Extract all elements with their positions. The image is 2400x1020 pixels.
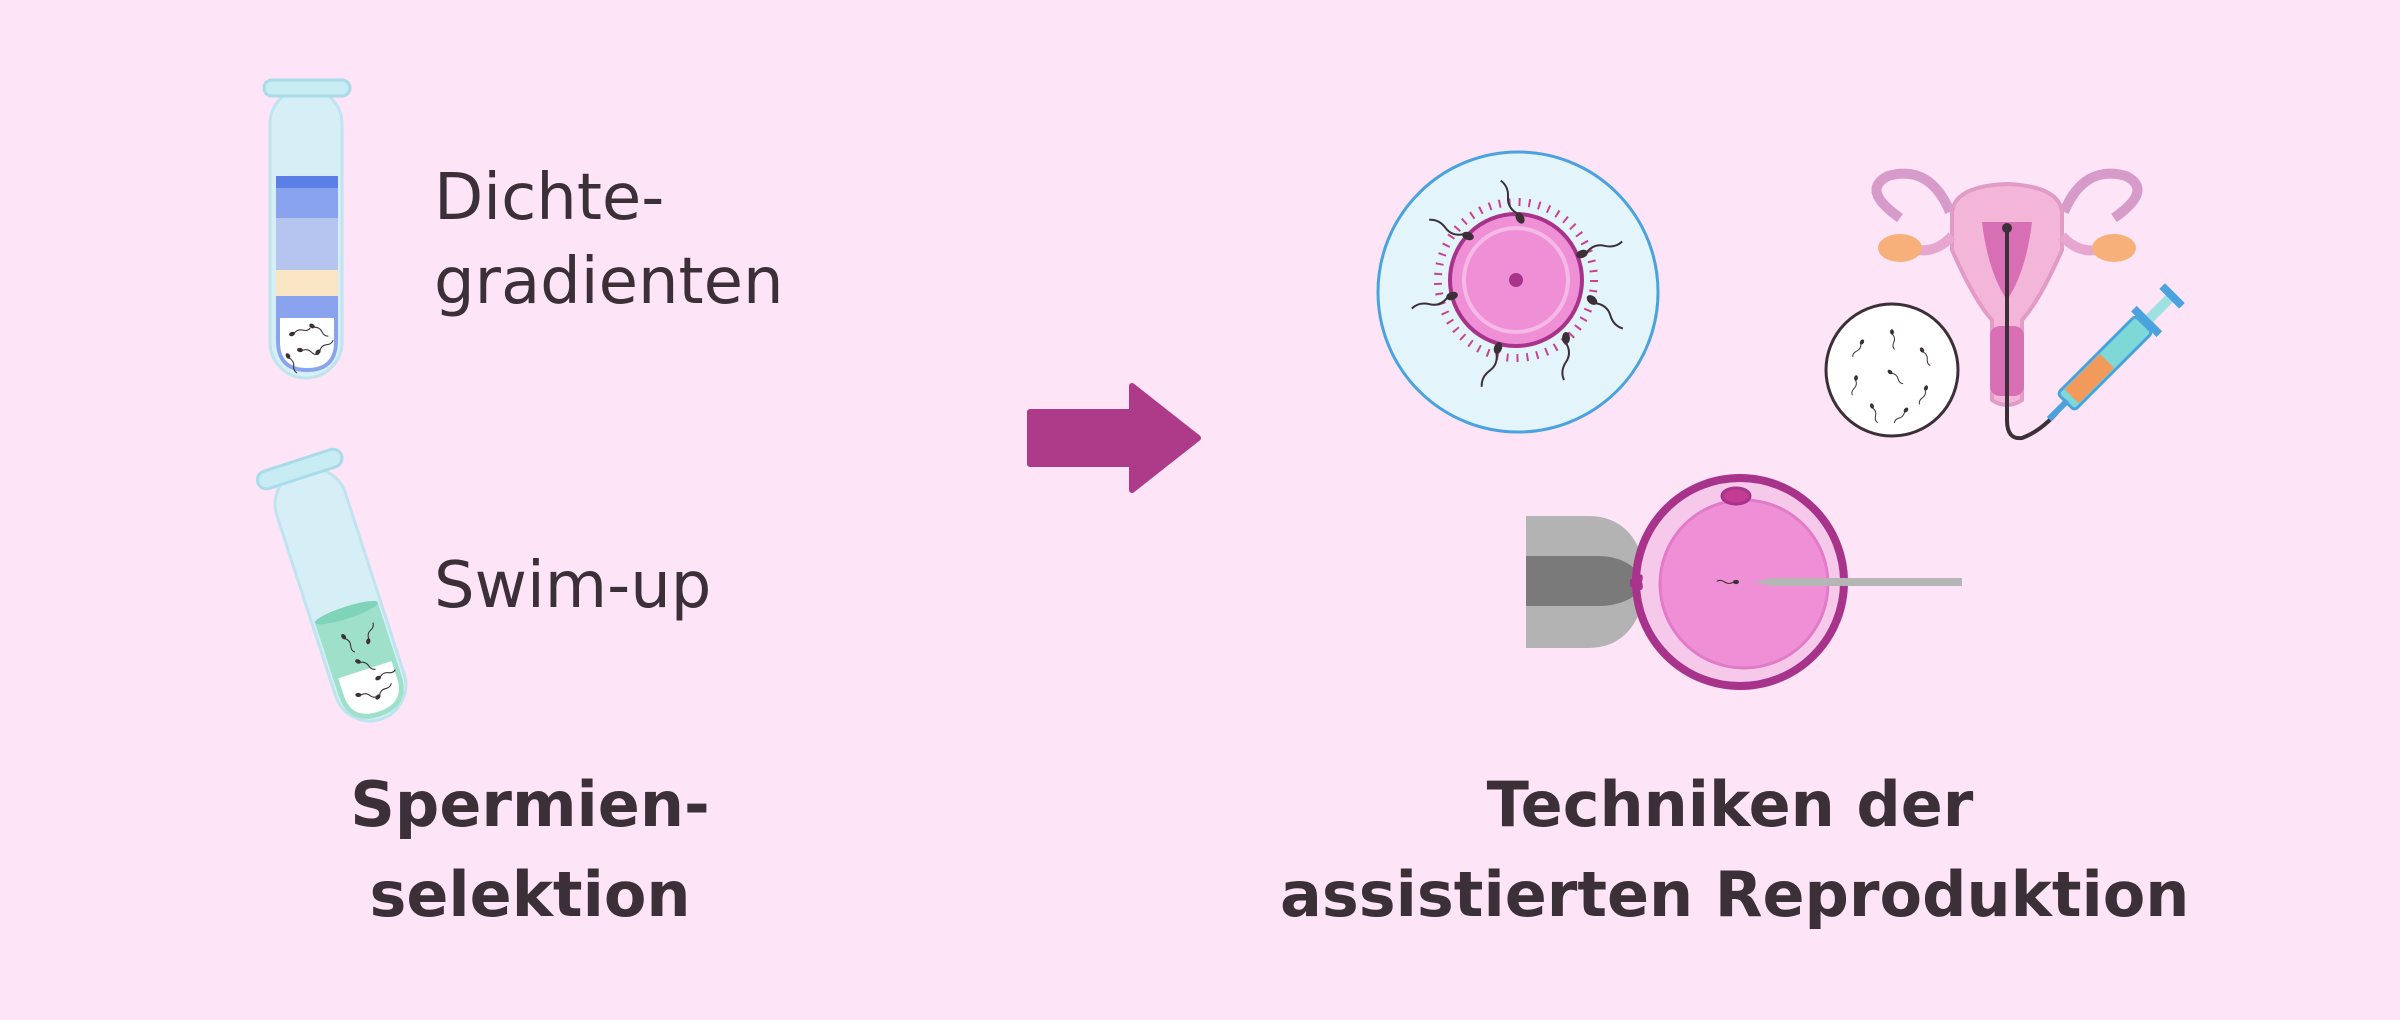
sperm-selection-title-line1: Spermien- xyxy=(350,768,710,841)
uterus-insemination-icon xyxy=(1824,168,2185,441)
density-gradient-label-line2: gradienten xyxy=(434,245,784,319)
icsi-microinjection-icon xyxy=(1526,474,1962,690)
swim-up-tube-icon xyxy=(255,447,408,723)
art-techniques-title-line1: Techniken der xyxy=(1486,768,1974,841)
sperm-selection-title: Spermien- selektion xyxy=(280,760,780,940)
arrow-right-icon xyxy=(1027,383,1201,493)
art-techniques-title-line2: assistierten Reproduktion xyxy=(1280,858,2190,931)
density-gradient-label: Dichte- gradienten xyxy=(434,156,784,324)
density-gradient-label-line1: Dichte- xyxy=(434,161,665,235)
sperm-selection-title-line2: selektion xyxy=(369,858,691,931)
art-techniques-title: Techniken der assistierten Reproduktion xyxy=(1280,760,2190,940)
swim-up-label: Swim-up xyxy=(434,544,711,628)
swim-up-label-text: Swim-up xyxy=(434,549,712,623)
ivf-petri-dish-icon xyxy=(1376,150,1660,434)
density-gradient-tube-icon xyxy=(262,78,352,380)
